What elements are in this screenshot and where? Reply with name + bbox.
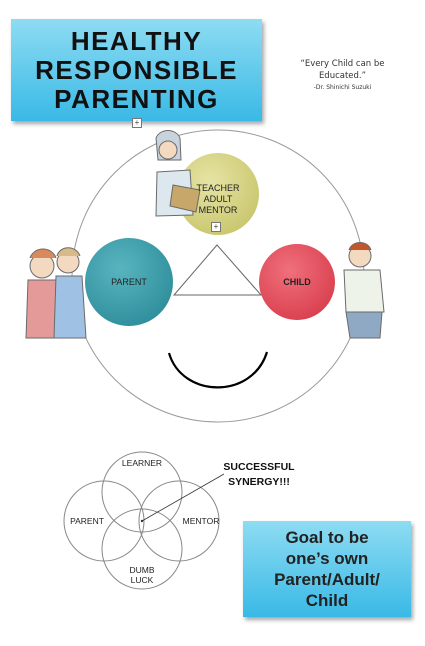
child-node-label: CHILD <box>283 277 311 287</box>
title-line-2: RESPONSIBLE <box>35 54 238 85</box>
smile-curve <box>167 351 269 389</box>
title-line-1: HEALTHY <box>70 25 203 56</box>
teacher-node-label: TEACHER ADULT MENTOR <box>183 183 253 216</box>
venn-label-parent: PARENT <box>70 516 104 526</box>
expand-icon[interactable]: + <box>132 118 142 128</box>
synergy-line-2: SYNERGY!!! <box>228 476 290 488</box>
teacher-figure-illustration <box>155 130 201 217</box>
goal-line-1: Goal to be <box>285 528 369 547</box>
teacher-expand-icon[interactable]: + <box>211 222 221 232</box>
venn-circle-learner <box>101 451 183 533</box>
child-figure-illustration <box>343 242 385 339</box>
dumb-luck-line-2: LUCK <box>130 575 154 585</box>
venn-label-dumb-luck: DUMB LUCK <box>122 565 162 585</box>
teacher-label-line-3: MENTOR <box>198 205 238 215</box>
teacher-label-line-2: ADULT <box>203 194 233 204</box>
quote-attribution: -Dr. Shinichi Suzuki <box>313 84 372 91</box>
goal-line-3: Parent/Adult/ <box>274 570 380 589</box>
venn-circle-dumb-luck <box>101 508 183 590</box>
goal-banner: Goal to be one’s own Parent/Adult/ Child <box>243 521 411 617</box>
synergy-annotation: SUCCESSFUL SYNERGY!!! <box>214 460 304 490</box>
relationship-triangle <box>172 244 263 296</box>
dumb-luck-line-1: DUMB <box>129 565 155 575</box>
parent-node <box>85 238 173 326</box>
teacher-label-line-1: TEACHER <box>196 183 240 193</box>
teacher-node <box>177 153 259 235</box>
venn-circle-mentor <box>138 480 220 562</box>
parents-figure-illustration <box>25 247 87 339</box>
quote-text: “Every Child can be Educated.” <box>300 59 385 81</box>
title-line-3: PARENTING <box>54 83 219 114</box>
title-banner: HEALTHY RESPONSIBLE PARENTING <box>11 19 262 121</box>
goal-line-2: one’s own <box>285 549 369 568</box>
synergy-pointer <box>141 473 225 522</box>
venn-label-mentor: MENTOR <box>182 516 220 526</box>
child-node <box>259 244 335 320</box>
venn-label-learner: LEARNER <box>121 458 163 468</box>
parent-node-label: PARENT <box>111 277 147 287</box>
synergy-line-1: SUCCESSFUL <box>223 461 295 473</box>
quote-block: “Every Child can be Educated.” -Dr. Shin… <box>280 58 405 92</box>
goal-line-4: Child <box>305 591 349 610</box>
